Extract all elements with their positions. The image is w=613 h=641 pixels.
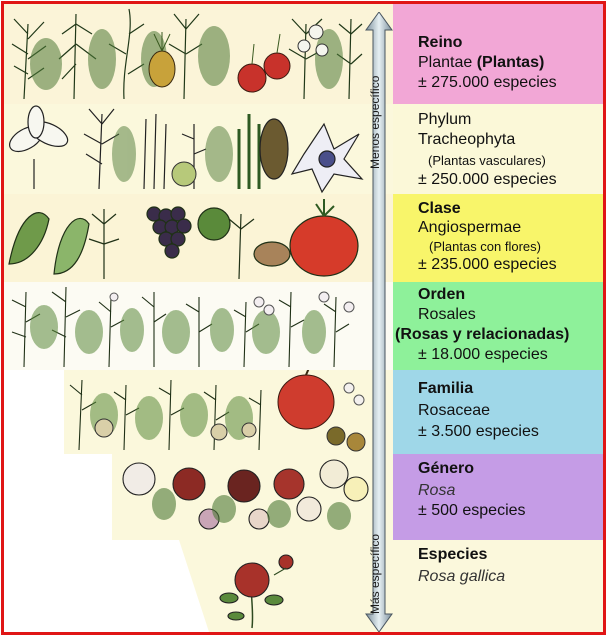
red-frame	[1, 1, 606, 635]
